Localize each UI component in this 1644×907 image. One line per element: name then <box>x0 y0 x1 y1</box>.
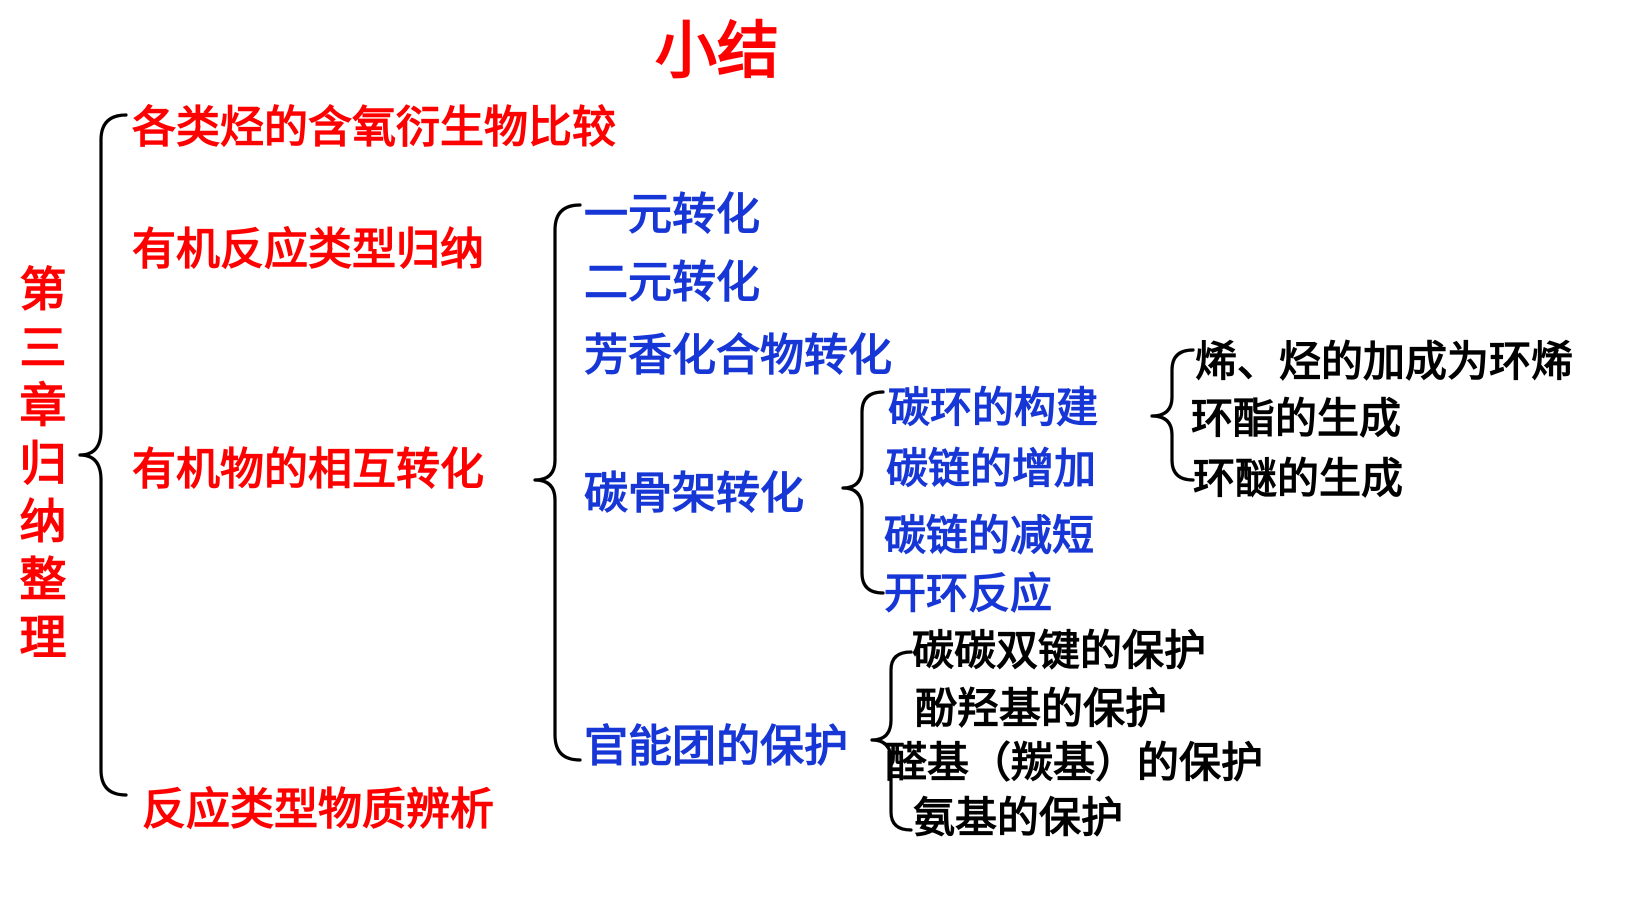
skeleton-ring-building: 碳环的构建 <box>888 383 1099 432</box>
transform-brace <box>533 203 582 762</box>
topic-interconversion: 有机物的相互转化 <box>132 444 484 495</box>
skeleton-ring-opening: 开环反应 <box>884 569 1053 618</box>
chapter-vertical-title: 第三章归纳整理 <box>19 263 67 666</box>
ring-ester-formation: 环酯的生成 <box>1191 394 1402 443</box>
item-group-protection: 官能团的保护 <box>584 721 848 772</box>
topic-reaction-discrimination: 反应类型物质辨析 <box>142 784 494 835</box>
protect-phenol: 酚羟基的保护 <box>915 684 1168 733</box>
item-mono-conversion: 一元转化 <box>584 189 760 240</box>
page-title: 小结 <box>655 14 780 87</box>
protection-brace <box>870 650 913 832</box>
skeleton-brace <box>841 390 885 595</box>
item-di-conversion: 二元转化 <box>584 257 760 308</box>
protect-double-bond: 碳碳双键的保护 <box>912 626 1207 675</box>
protect-amino: 氨基的保护 <box>913 793 1124 842</box>
topic-reaction-types: 有机反应类型归纳 <box>132 224 484 275</box>
ring-brace <box>1150 348 1195 482</box>
skeleton-chain-shortening: 碳链的减短 <box>884 511 1095 560</box>
item-aromatic-conversion: 芳香化合物转化 <box>584 330 892 381</box>
protect-aldehyde: 醛基（羰基）的保护 <box>885 738 1264 787</box>
main-brace <box>78 113 128 797</box>
topic-oxygen-derivatives: 各类烃的含氧衍生物比较 <box>132 102 616 153</box>
ring-addition-cycloalkene: 烯、烃的加成为环烯 <box>1195 337 1574 386</box>
ring-ether-formation: 环醚的生成 <box>1193 454 1404 503</box>
skeleton-chain-growth: 碳链的增加 <box>886 444 1097 493</box>
item-carbon-skeleton: 碳骨架转化 <box>584 468 804 519</box>
